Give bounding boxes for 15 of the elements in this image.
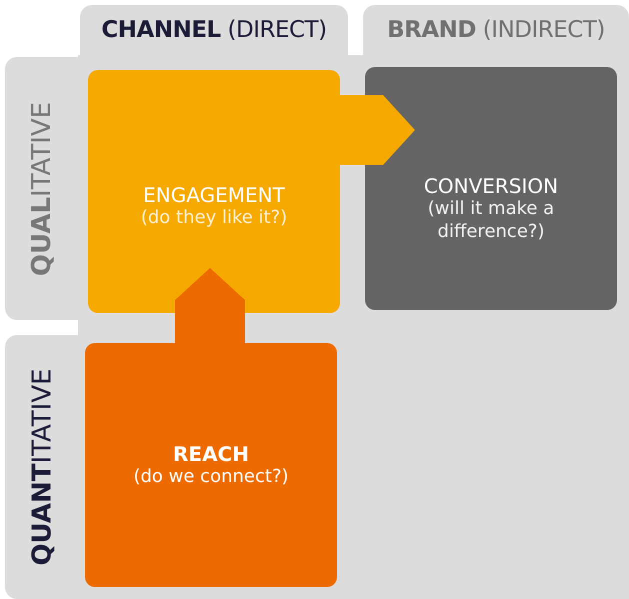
column-header-tab: BRAND (INDIRECT) (363, 5, 629, 55)
card-heading: CONVERSION (424, 174, 558, 198)
card-heading: ENGAGEMENT (143, 183, 285, 208)
block-arrow (175, 268, 245, 343)
quadrant-card (85, 343, 337, 587)
quadrant-card (88, 70, 340, 313)
card-question: (do they like it?) (140, 207, 288, 230)
card-question: (do we connect?) (133, 466, 289, 488)
row-header-tab: QUANTITATIVE (5, 335, 80, 599)
block-arrow (340, 95, 415, 165)
quadrant-card (365, 67, 617, 310)
card-question: (will it make a difference?) (426, 198, 556, 243)
row-header-tab: QUALITATIVE (5, 57, 80, 320)
column-header-tab: CHANNEL (DIRECT) (80, 5, 348, 55)
card-heading: REACH (173, 442, 249, 466)
